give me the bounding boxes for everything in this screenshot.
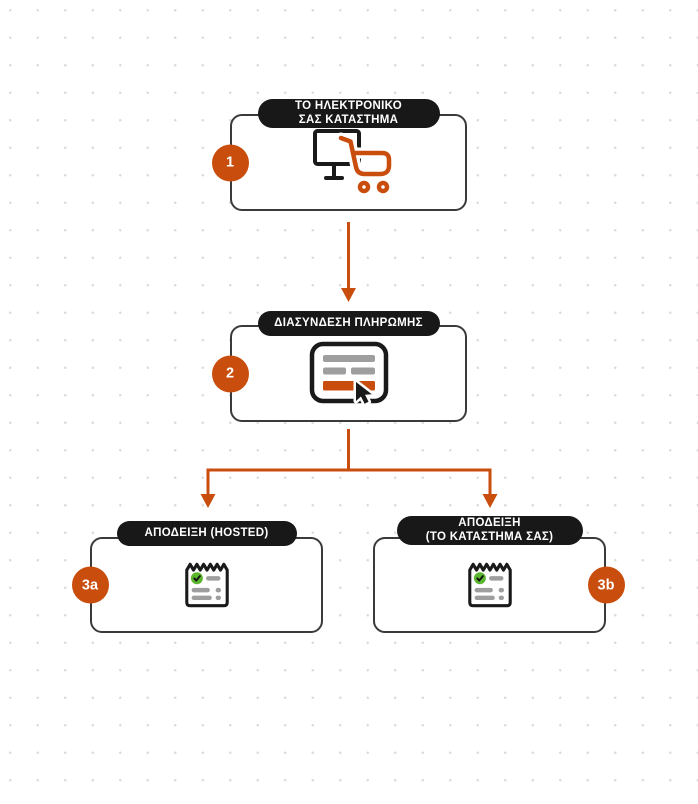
arrowhead-to-receipt-your-shop: [482, 494, 498, 508]
node-receipt-hosted: ΑΠΟΔΕΙΞΗ (HOSTED) 3a: [71, 521, 323, 633]
payment-form-cursor-icon: [309, 341, 388, 406]
node-eshop-box: [230, 114, 467, 211]
node-receipt-hosted-label: ΑΠΟΔΕΙΞΗ (HOSTED): [116, 521, 297, 546]
arrowhead-to-receipt-hosted: [200, 494, 216, 508]
node-eshop-label-line2: ΣΑΣ ΚΑΤΑΣΤΗΜΑ: [298, 113, 399, 126]
step-badge-1: 1: [211, 144, 249, 181]
node-payment-box: [230, 325, 467, 422]
mouse-cursor-icon: [353, 379, 374, 406]
node-receipt-hosted-label-line1: ΑΠΟΔΕΙΞΗ (HOSTED): [144, 526, 269, 539]
receipt-check-icon: [467, 562, 512, 608]
node-receipt-your-shop-label: ΑΠΟΔΕΙΞΗ (ΤΟ ΚΑΤΑΣΤΗΜΑ ΣΑΣ): [396, 516, 583, 545]
node-receipt-your-shop-label-line1: ΑΠΟΔΕΙΞΗ: [458, 517, 521, 529]
arrow-payment-split-line: [206, 429, 492, 496]
step-badge-3b: 3b: [587, 566, 625, 604]
node-payment-label-line1: ΔΙΑΣΥΝΔΕΣΗ ΠΛΗΡΩΜΗΣ: [274, 316, 423, 329]
node-receipt-your-shop-box: [373, 537, 606, 633]
node-payment-link: ΔΙΑΣΥΝΔΕΣΗ ΠΛΗΡΩΜΗΣ 2: [211, 311, 467, 422]
arrowhead-to-payment: [341, 288, 356, 302]
receipt-check-icon: [184, 562, 229, 608]
step-badge-2: 2: [211, 355, 249, 392]
node-eshop: ΤΟ ΗΛΕΚΤΡΟΝΙΚΟ ΣΑΣ ΚΑΤΑΣΤΗΜΑ 1: [211, 99, 467, 211]
monitor-shopping-cart-icon: [312, 128, 394, 195]
node-eshop-label-line1: ΤΟ ΗΛΕΚΤΡΟΝΙΚΟ: [295, 100, 402, 112]
node-eshop-label: ΤΟ ΗΛΕΚΤΡΟΝΙΚΟ ΣΑΣ ΚΑΤΑΣΤΗΜΑ: [257, 99, 440, 128]
node-receipt-your-shop: ΑΠΟΔΕΙΞΗ (ΤΟ ΚΑΤΑΣΤΗΜΑ ΣΑΣ) 3b: [373, 516, 625, 633]
node-receipt-hosted-box: [90, 537, 323, 633]
node-payment-label: ΔΙΑΣΥΝΔΕΣΗ ΠΛΗΡΩΜΗΣ: [257, 311, 440, 336]
node-receipt-your-shop-label-line2: (ΤΟ ΚΑΤΑΣΤΗΜΑ ΣΑΣ): [425, 530, 554, 543]
step-badge-3a: 3a: [71, 566, 109, 604]
